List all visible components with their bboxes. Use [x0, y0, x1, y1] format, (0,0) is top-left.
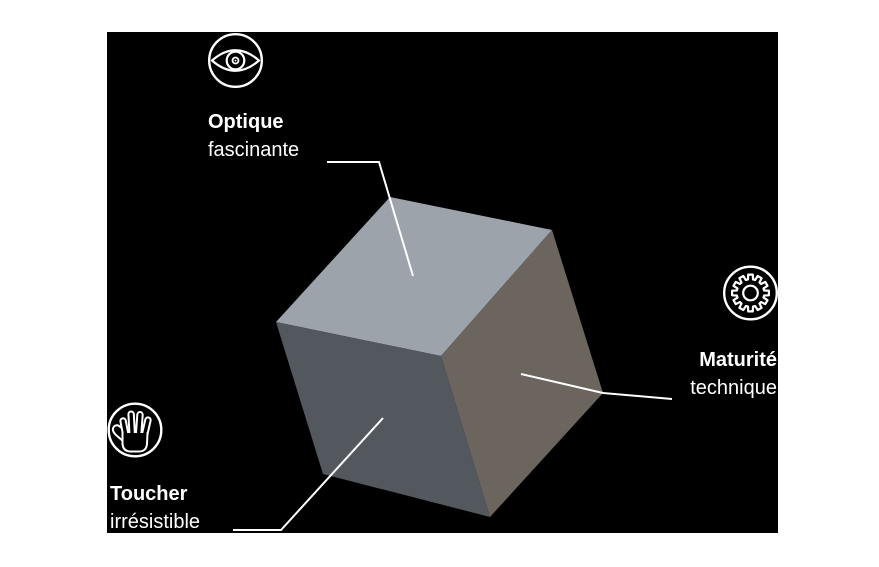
- label-maturite-title: Maturité: [699, 349, 777, 371]
- cube-top-face: [276, 197, 552, 356]
- pointer-line-maturite: [520, 373, 673, 400]
- label-optique-subtitle: fascinante: [208, 139, 300, 161]
- label-maturite-subtitle: technique: [690, 377, 777, 399]
- gear-icon: [723, 265, 778, 321]
- cube-front-face: [276, 322, 490, 517]
- cube: [276, 197, 603, 517]
- black-panel: Optique fascinante Maturité technique To…: [107, 32, 778, 533]
- label-toucher-title: Toucher: [110, 483, 188, 505]
- gear-teeth: [730, 273, 771, 313]
- pointer-line-optique: [327, 161, 414, 277]
- cube-scene: [107, 33, 778, 531]
- label-optique: Optique fascinante: [208, 108, 299, 164]
- label-optique-title: Optique: [208, 111, 284, 133]
- eye-icon: [207, 33, 263, 88]
- hand-icon: [107, 402, 163, 458]
- label-maturite: Maturité technique: [690, 346, 777, 402]
- label-toucher-subtitle: irrésistible: [110, 511, 201, 533]
- label-toucher: Toucher irrésistible: [110, 480, 200, 536]
- pointer-line-toucher: [233, 417, 384, 531]
